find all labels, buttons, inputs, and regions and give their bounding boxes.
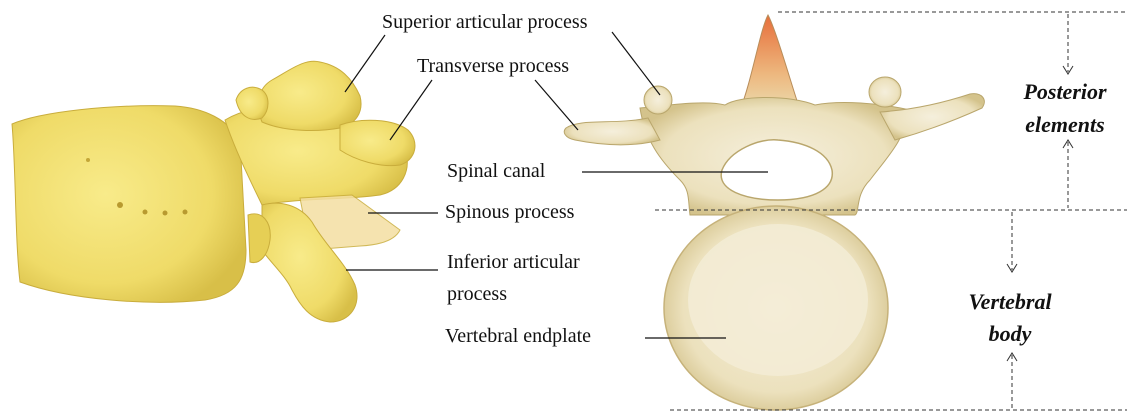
region-posterior-line2: elements <box>1010 111 1120 138</box>
lateral-superior-articular <box>258 61 361 130</box>
label-spinal-canal: Spinal canal <box>447 160 545 183</box>
lateral-vertebra <box>12 61 415 322</box>
foramen-dot <box>117 202 123 208</box>
foramen-dot <box>143 210 148 215</box>
region-posterior-line1: Posterior <box>1010 78 1120 105</box>
lateral-vertebral-body <box>12 106 246 303</box>
axial-superior-articular-left <box>644 86 672 114</box>
label-inferior-articular-line1: Inferior articular <box>447 251 580 274</box>
axial-spinous <box>740 15 800 110</box>
foramen-dot <box>183 210 188 215</box>
foramen-dot <box>163 211 168 216</box>
region-body-line1: Vertebral <box>945 288 1075 315</box>
foramen-dot <box>86 158 90 162</box>
axial-transverse-left <box>564 118 660 145</box>
leader-superior-lateral <box>345 35 385 92</box>
axial-superior-articular-right <box>869 77 901 107</box>
label-vertebral-endplate: Vertebral endplate <box>445 325 591 348</box>
label-inferior-articular-line2: process <box>447 283 507 306</box>
leader-transverse-axial <box>535 80 578 130</box>
axial-vertebra <box>564 15 984 410</box>
vertebral-endplate-surface <box>688 224 868 376</box>
label-superior-articular-process: Superior articular process <box>382 11 587 34</box>
leader-superior-axial <box>612 32 660 95</box>
leader-transverse-lateral <box>390 80 432 140</box>
region-body-line2: body <box>945 320 1075 347</box>
label-transverse-process: Transverse process <box>417 55 569 78</box>
label-spinous-process: Spinous process <box>445 201 574 224</box>
